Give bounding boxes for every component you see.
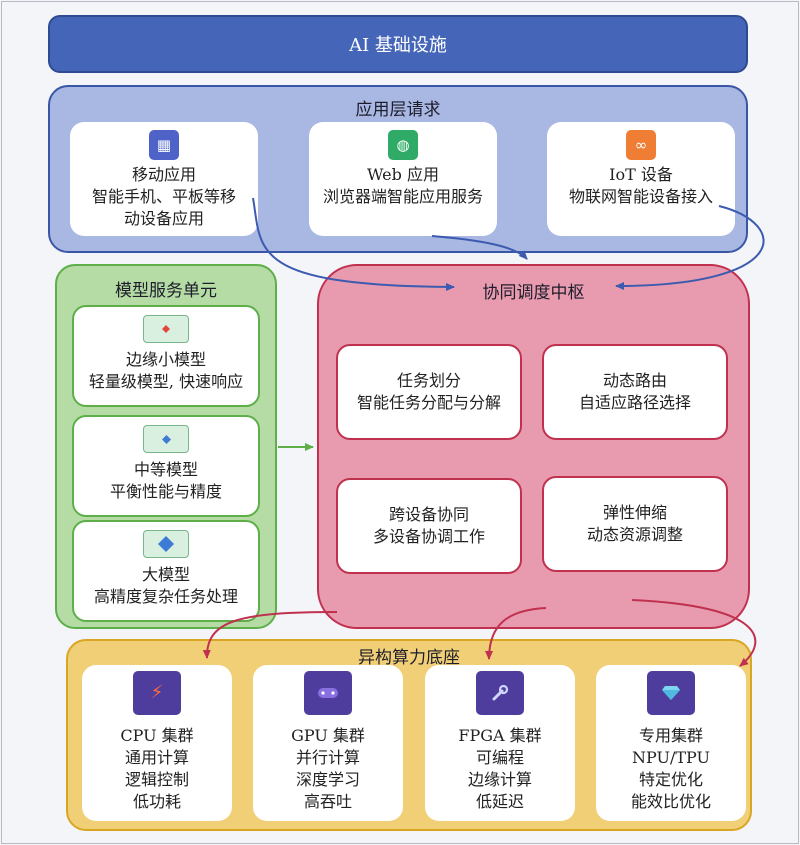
hub-card-desc: 动态资源调整: [586, 525, 683, 544]
lightning-icon: ⚡: [133, 671, 181, 715]
compute-card-title: CPU 集群: [120, 726, 194, 745]
app-card-desc: 物联网智能设备接入: [568, 187, 713, 206]
globe-icon: ◍: [388, 130, 418, 160]
hub-card-cross-device: 跨设备协同 多设备协调工作: [336, 478, 522, 574]
compute-card-line: 低延迟: [475, 792, 524, 811]
large-diamond-icon: [143, 530, 189, 558]
compute-card-line: NPU/TPU: [632, 748, 710, 767]
medium-diamond-icon: [143, 425, 189, 453]
title-banner: AI 基础设施: [48, 15, 748, 73]
hub-card-title: 任务划分: [396, 371, 461, 390]
app-card-iot: ∞ IoT 设备 物联网智能设备接入: [547, 122, 735, 236]
tablet-icon: ▦: [149, 130, 179, 160]
model-card-medium: 中等模型 平衡性能与精度: [72, 415, 260, 517]
app-card-desc: 浏览器端智能应用服务: [322, 187, 483, 206]
app-card-web: ◍ Web 应用 浏览器端智能应用服务: [309, 122, 497, 236]
compute-card-line: 深度学习: [295, 770, 360, 789]
model-card-title: 大模型: [141, 565, 190, 584]
compute-card-line: 逻辑控制: [124, 770, 189, 789]
hub-card-desc: 智能任务分配与分解: [356, 393, 501, 412]
compute-card-line: 特定优化: [638, 770, 703, 789]
compute-base-title: 异构算力底座: [358, 648, 460, 668]
hub-card-task-division: 任务划分 智能任务分配与分解: [336, 344, 522, 440]
compute-card-title: GPU 集群: [291, 726, 365, 745]
compute-card-title: FPGA 集群: [458, 726, 542, 745]
compute-card-line: 能效比优化: [630, 792, 711, 811]
compute-card-line: 可编程: [475, 748, 524, 767]
hub-card-desc: 多设备协调工作: [372, 527, 485, 546]
model-card-desc: 平衡性能与精度: [109, 482, 222, 501]
model-unit-title: 模型服务单元: [115, 281, 217, 301]
hub-title: 协同调度中枢: [482, 283, 585, 303]
compute-card-cpu: ⚡ CPU 集群 通用计算 逻辑控制 低功耗: [82, 665, 232, 821]
app-card-desc: 智能手机、平板等移: [91, 187, 236, 206]
app-card-mobile: ▦ 移动应用 智能手机、平板等移 动设备应用: [70, 122, 258, 236]
compute-card-line: 并行计算: [295, 748, 360, 767]
app-card-title: Web 应用: [367, 165, 439, 184]
compute-card-line: 高吞吐: [303, 792, 352, 811]
application-layer-title: 应用层请求: [355, 100, 441, 120]
app-card-title: IoT 设备: [609, 165, 673, 184]
compute-card-line: 通用计算: [124, 748, 189, 767]
app-card-desc: 动设备应用: [123, 209, 204, 228]
gem-icon: [647, 671, 695, 715]
hub-card-elastic-scaling: 弹性伸缩 动态资源调整: [542, 476, 728, 572]
hub-card-title: 弹性伸缩: [602, 503, 667, 522]
compute-card-npu: 专用集群 NPU/TPU 特定优化 能效比优化: [596, 665, 746, 821]
hub-card-dynamic-routing: 动态路由 自适应路径选择: [542, 344, 728, 440]
app-card-title: 移动应用: [131, 165, 196, 184]
model-card-title: 中等模型: [133, 460, 198, 479]
wrench-icon: [476, 671, 524, 715]
hub-card-title: 动态路由: [602, 371, 667, 390]
model-card-title: 边缘小模型: [125, 350, 206, 369]
model-card-desc: 轻量级模型, 快速响应: [88, 372, 244, 391]
coordination-hub: 协同调度中枢: [317, 264, 750, 629]
small-diamond-icon: [143, 315, 189, 343]
model-card-large: 大模型 高精度复杂任务处理: [72, 520, 260, 622]
hub-card-title: 跨设备协同: [388, 505, 469, 524]
diagram-title: AI 基础设施: [349, 35, 447, 56]
gamepad-icon: [304, 671, 352, 715]
compute-card-line: 低功耗: [132, 792, 181, 811]
hub-card-desc: 自适应路径选择: [578, 393, 691, 412]
model-card-edge: 边缘小模型 轻量级模型, 快速响应: [72, 305, 260, 407]
compute-card-gpu: GPU 集群 并行计算 深度学习 高吞吐: [253, 665, 403, 821]
compute-card-fpga: FPGA 集群 可编程 边缘计算 低延迟: [425, 665, 575, 821]
compute-card-line: 边缘计算: [467, 770, 532, 789]
link-icon: ∞: [626, 130, 656, 160]
model-card-desc: 高精度复杂任务处理: [93, 587, 238, 606]
compute-card-title: 专用集群: [638, 726, 703, 745]
